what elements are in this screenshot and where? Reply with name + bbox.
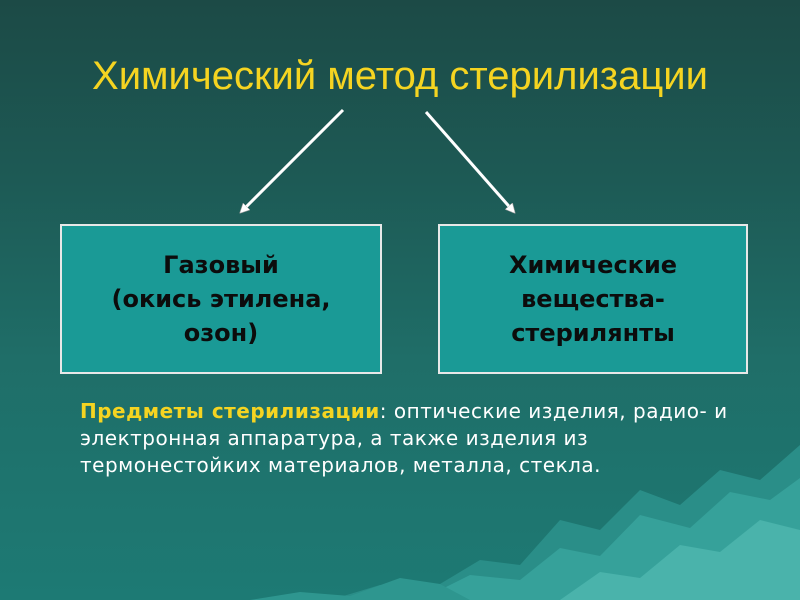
sterilization-items-note: Предметы стерилизации: оптические издели… — [80, 398, 760, 479]
arrow-right — [424, 111, 514, 212]
note-separator: : — [379, 399, 394, 423]
note-text: оптические изделия, радио- и электронная… — [80, 399, 728, 477]
arrow-left — [241, 108, 345, 212]
slide-title: Химический метод стерилизации — [92, 54, 708, 98]
chemical-sterilants-box: Химические вещества- стерилянты — [438, 224, 748, 374]
note-label: Предметы стерилизации — [80, 399, 380, 423]
gas-method-box: Газовый (окись этилена, озон) — [60, 224, 382, 374]
